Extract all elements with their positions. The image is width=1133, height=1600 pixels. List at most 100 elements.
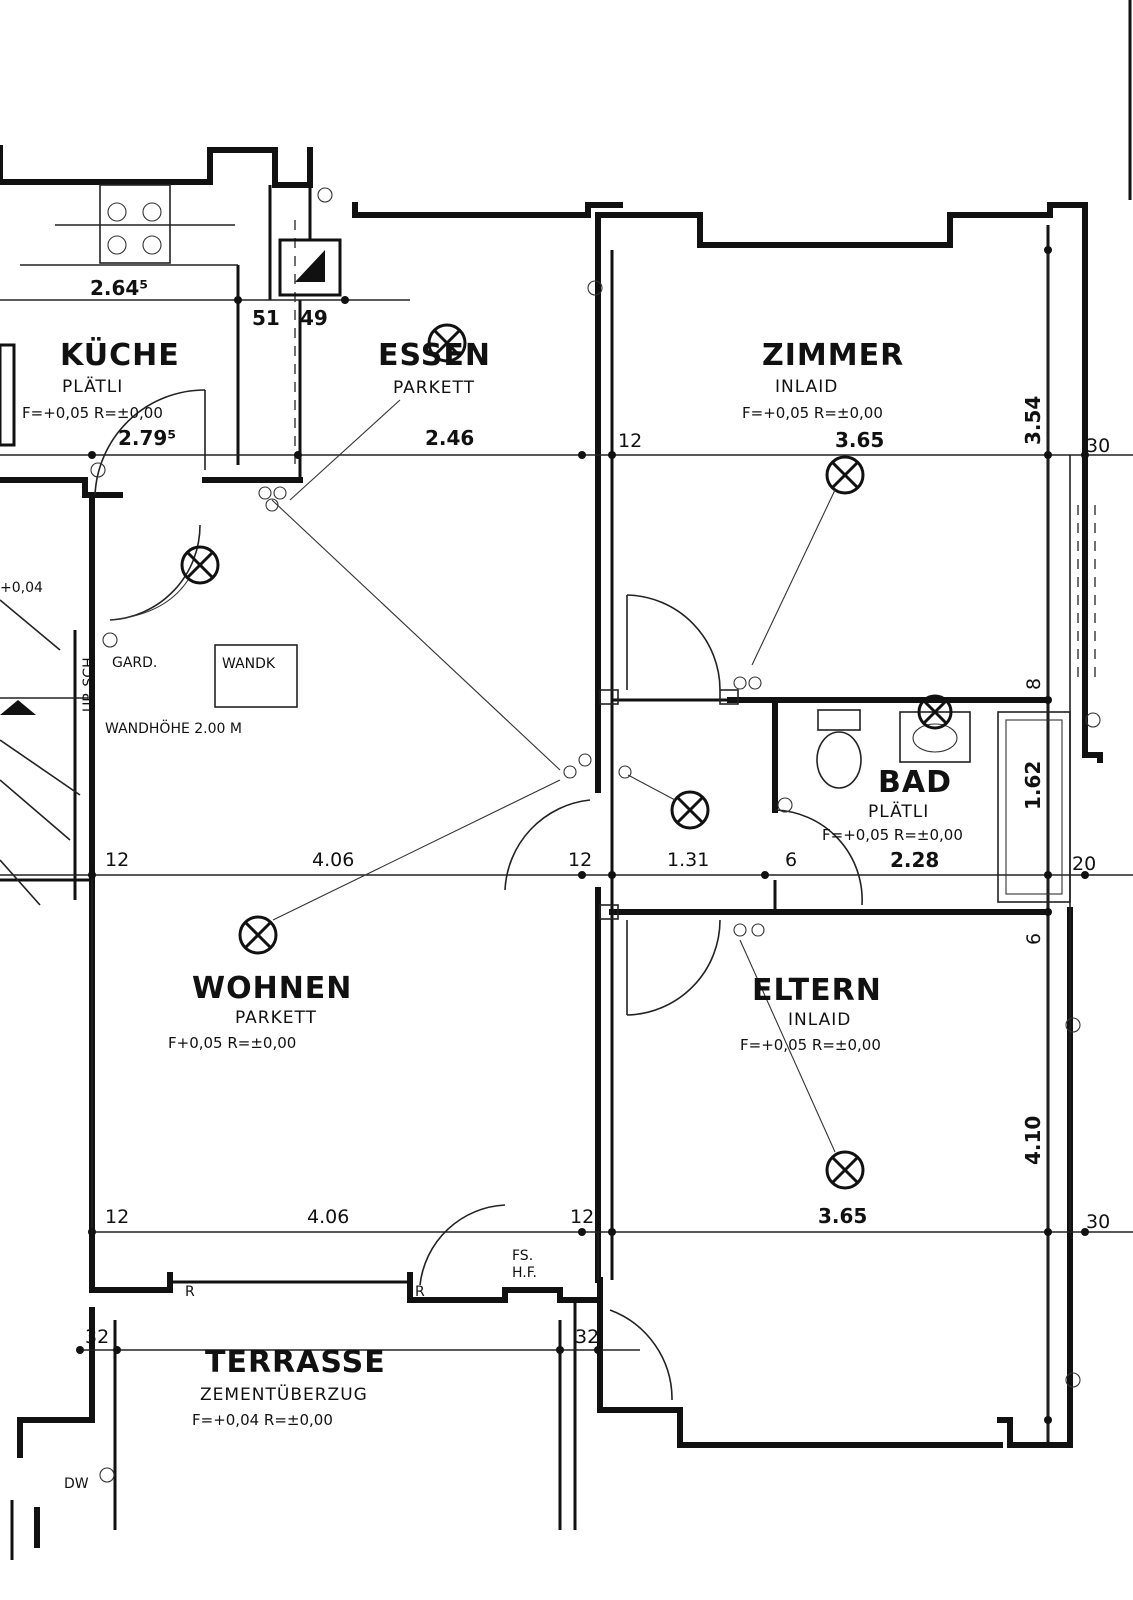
stair-line-3 [0,779,71,841]
room-kueche: KÜCHE PLÄTLI F=+0,05 R=±0,00 2.64⁵ 2.79⁵ [22,276,180,450]
grid-dot [594,1346,602,1354]
switch-icon [733,676,747,690]
bad-sink [899,711,971,763]
room-bad: BAD PLÄTLI F=+0,05 R=±0,00 2.28 1.62 [822,761,1045,872]
dim-eltern: 3.65 [818,1204,867,1228]
grid-dot [608,871,616,879]
switch-icon [733,923,747,937]
stair-line-2 [0,739,81,796]
grid-dot [578,871,586,879]
lights [180,323,953,1190]
grid-lines [0,220,1133,1440]
grid-dot [88,1228,96,1236]
dim-32: 32 [575,1326,599,1348]
wall-right-corner [997,1417,1073,1448]
room-essen: ESSEN PARKETT 2.46 [378,338,491,450]
light-zimmer-icon [825,455,865,495]
label-wandk: WANDK [222,656,276,672]
bathtub-inner [1005,719,1063,895]
grid-dot [113,1346,121,1354]
label-dw: DW [64,1476,89,1492]
dim-131: 1.31 [667,849,709,871]
grid-dot [341,296,349,304]
dim-eltern-depth: 4.10 [1021,1116,1045,1165]
wall-wohnen-bottom-left [89,1272,173,1293]
grid-dot [1044,696,1052,704]
dim-6: 6 [1023,933,1045,945]
socket-icon [1065,1017,1081,1033]
room-levels: F=+0,05 R=±0,00 [742,404,883,422]
room-floor: ZEMENTÜBERZUG [200,1383,368,1405]
room-floor: PARKETT [235,1008,317,1028]
grid-dot [1044,246,1052,254]
radiator [599,904,619,920]
dim-12: 12 [105,1206,129,1228]
walls [0,0,1132,1530]
stove [99,184,171,264]
room-name: KÜCHE [60,336,180,373]
dim-30: 30 [1086,435,1110,457]
wire [272,779,561,921]
hob-ring [107,202,127,222]
room-name: ESSEN [378,338,491,373]
dim-6: 6 [785,849,797,871]
dim-12: 12 [105,849,129,871]
wire [739,939,836,1153]
stair-arrow-icon [0,700,36,715]
light-essen-icon [427,323,467,363]
chimney-fill [295,250,325,282]
wall-wohnen-bottom-right [407,1272,603,1303]
label-hf: H.F. [512,1265,537,1281]
stair-line-4 [0,859,41,906]
grid-dot [1044,451,1052,459]
dim-30: 30 [1086,1211,1110,1233]
wire [271,499,561,771]
grid-dot [556,1346,564,1354]
dim-wohnen-bottom: 4.06 [307,1206,349,1228]
room-name: WOHNEN [192,971,352,1006]
switch-icon [273,486,287,500]
grid-dot [1081,1228,1089,1236]
grid-dot [76,1346,84,1354]
dim-wohnen-top: 4.06 [312,849,354,871]
switch-icon [578,753,592,767]
socket-icon [99,1467,115,1483]
room-floor: PLÄTLI [62,376,123,397]
socket-icon [777,797,793,813]
switch-icon [618,765,632,779]
room-floor: PLÄTLI [868,801,929,822]
switch-icon [748,676,762,690]
door-eltern-arc [626,919,721,1016]
dim-zimmer-depth: 3.54 [1021,396,1045,445]
radiator [599,689,619,705]
socket-icon [90,462,106,478]
dim-12: 12 [618,430,642,452]
door-kitchen-arc [94,389,206,496]
switch-icon [265,498,279,512]
dimensions: 12 12 12 12 12 1.31 6 6 8 30 30 20 32 32… [85,306,1110,1348]
room-floor: INLAID [775,377,838,397]
room-eltern: ELTERN INLAID F=+0,05 R=±0,00 3.65 4.10 [740,973,1045,1228]
socket-icon [1085,712,1101,728]
room-name: ELTERN [752,973,882,1008]
room-wohnen: WOHNEN PARKETT F+0,05 R=±0,00 4.06 4.06 [168,849,354,1228]
grid-dot [608,451,616,459]
room-floor: INLAID [788,1010,851,1030]
dim-kueche-width: 2.64⁵ [90,276,148,300]
grid-dot [578,1228,586,1236]
grid-dot [88,451,96,459]
fixtures [0,184,1071,920]
socket-icon [317,187,333,203]
dim-bad-depth: 1.62 [1021,761,1045,810]
socket-icon [1065,1372,1081,1388]
wall-terrasse-left [17,1307,95,1458]
wire [289,399,401,501]
wall-top-zimmer [597,202,1088,443]
grid-dot [608,1228,616,1236]
bathtub [997,711,1071,903]
wall-kitchen-top [0,145,313,188]
radiator [719,689,739,705]
switch-icon [751,923,765,937]
grid-dot [1081,451,1089,459]
